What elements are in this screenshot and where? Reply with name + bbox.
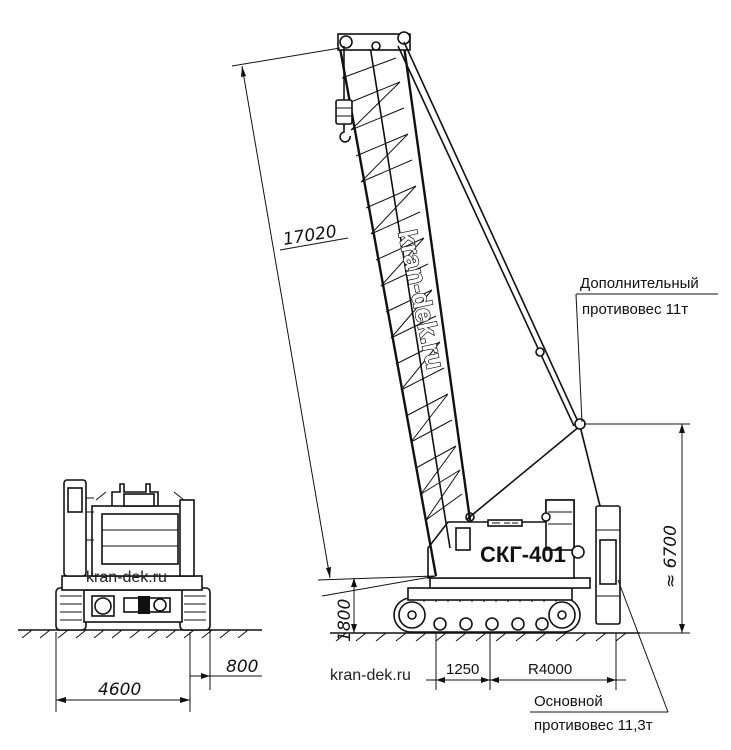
dim-r4000-label: R4000 [528,661,572,678]
crawler-track [393,597,581,633]
boom: kran-dek.ru [337,31,472,577]
dim-1800-label: 1800 [335,599,355,642]
main-counterweight-line2: противовес 11,3т [534,717,653,734]
crane-house: СКГ-401 [427,499,585,579]
turntable [429,577,591,589]
bottom-watermark: kran-dek.ru [330,667,411,684]
extra-counterweight-line2: противовес 11т [582,301,688,318]
dim-1800: 1800 [321,575,437,642]
hook-block [335,46,353,143]
dim-6700: ≈ 6700 [584,423,690,634]
main-counterweight [595,505,621,625]
dim-bottom: 1250 R4000 [426,633,626,690]
dim-4600: 4600 [55,632,191,712]
right-track [179,587,211,631]
boom-watermark: kran-dek.ru [392,227,451,372]
front-view-watermark: kran-dek.ru [86,569,167,586]
front-view: kran-dek.ru 800 4600 [18,479,262,712]
dim-17020-label: 17020 [282,222,339,250]
extra-counterweight-line1: Дополнительный [580,275,699,292]
dim-4600-label: 4600 [98,680,141,700]
main-counterweight-callout: Основной противовес 11,3т [530,579,669,734]
dim-17020: 17020 [231,47,435,581]
side-ground [330,632,640,642]
left-track [55,587,87,631]
dim-800-label: 800 [226,657,258,677]
main-counterweight-line1: Основной [534,693,603,710]
dim-1250-label: 1250 [446,661,479,678]
side-undercarriage [407,587,573,601]
front-ground [18,629,262,639]
side-view: СКГ-401 kran-dek.ru [231,31,718,734]
boom-pendants [397,41,601,521]
model-label: СКГ-401 [480,542,566,567]
extra-counterweight-callout: Дополнительный противовес 11т [575,275,718,423]
dim-800: 800 [190,630,262,690]
dim-6700-label: ≈ 6700 [661,525,681,588]
